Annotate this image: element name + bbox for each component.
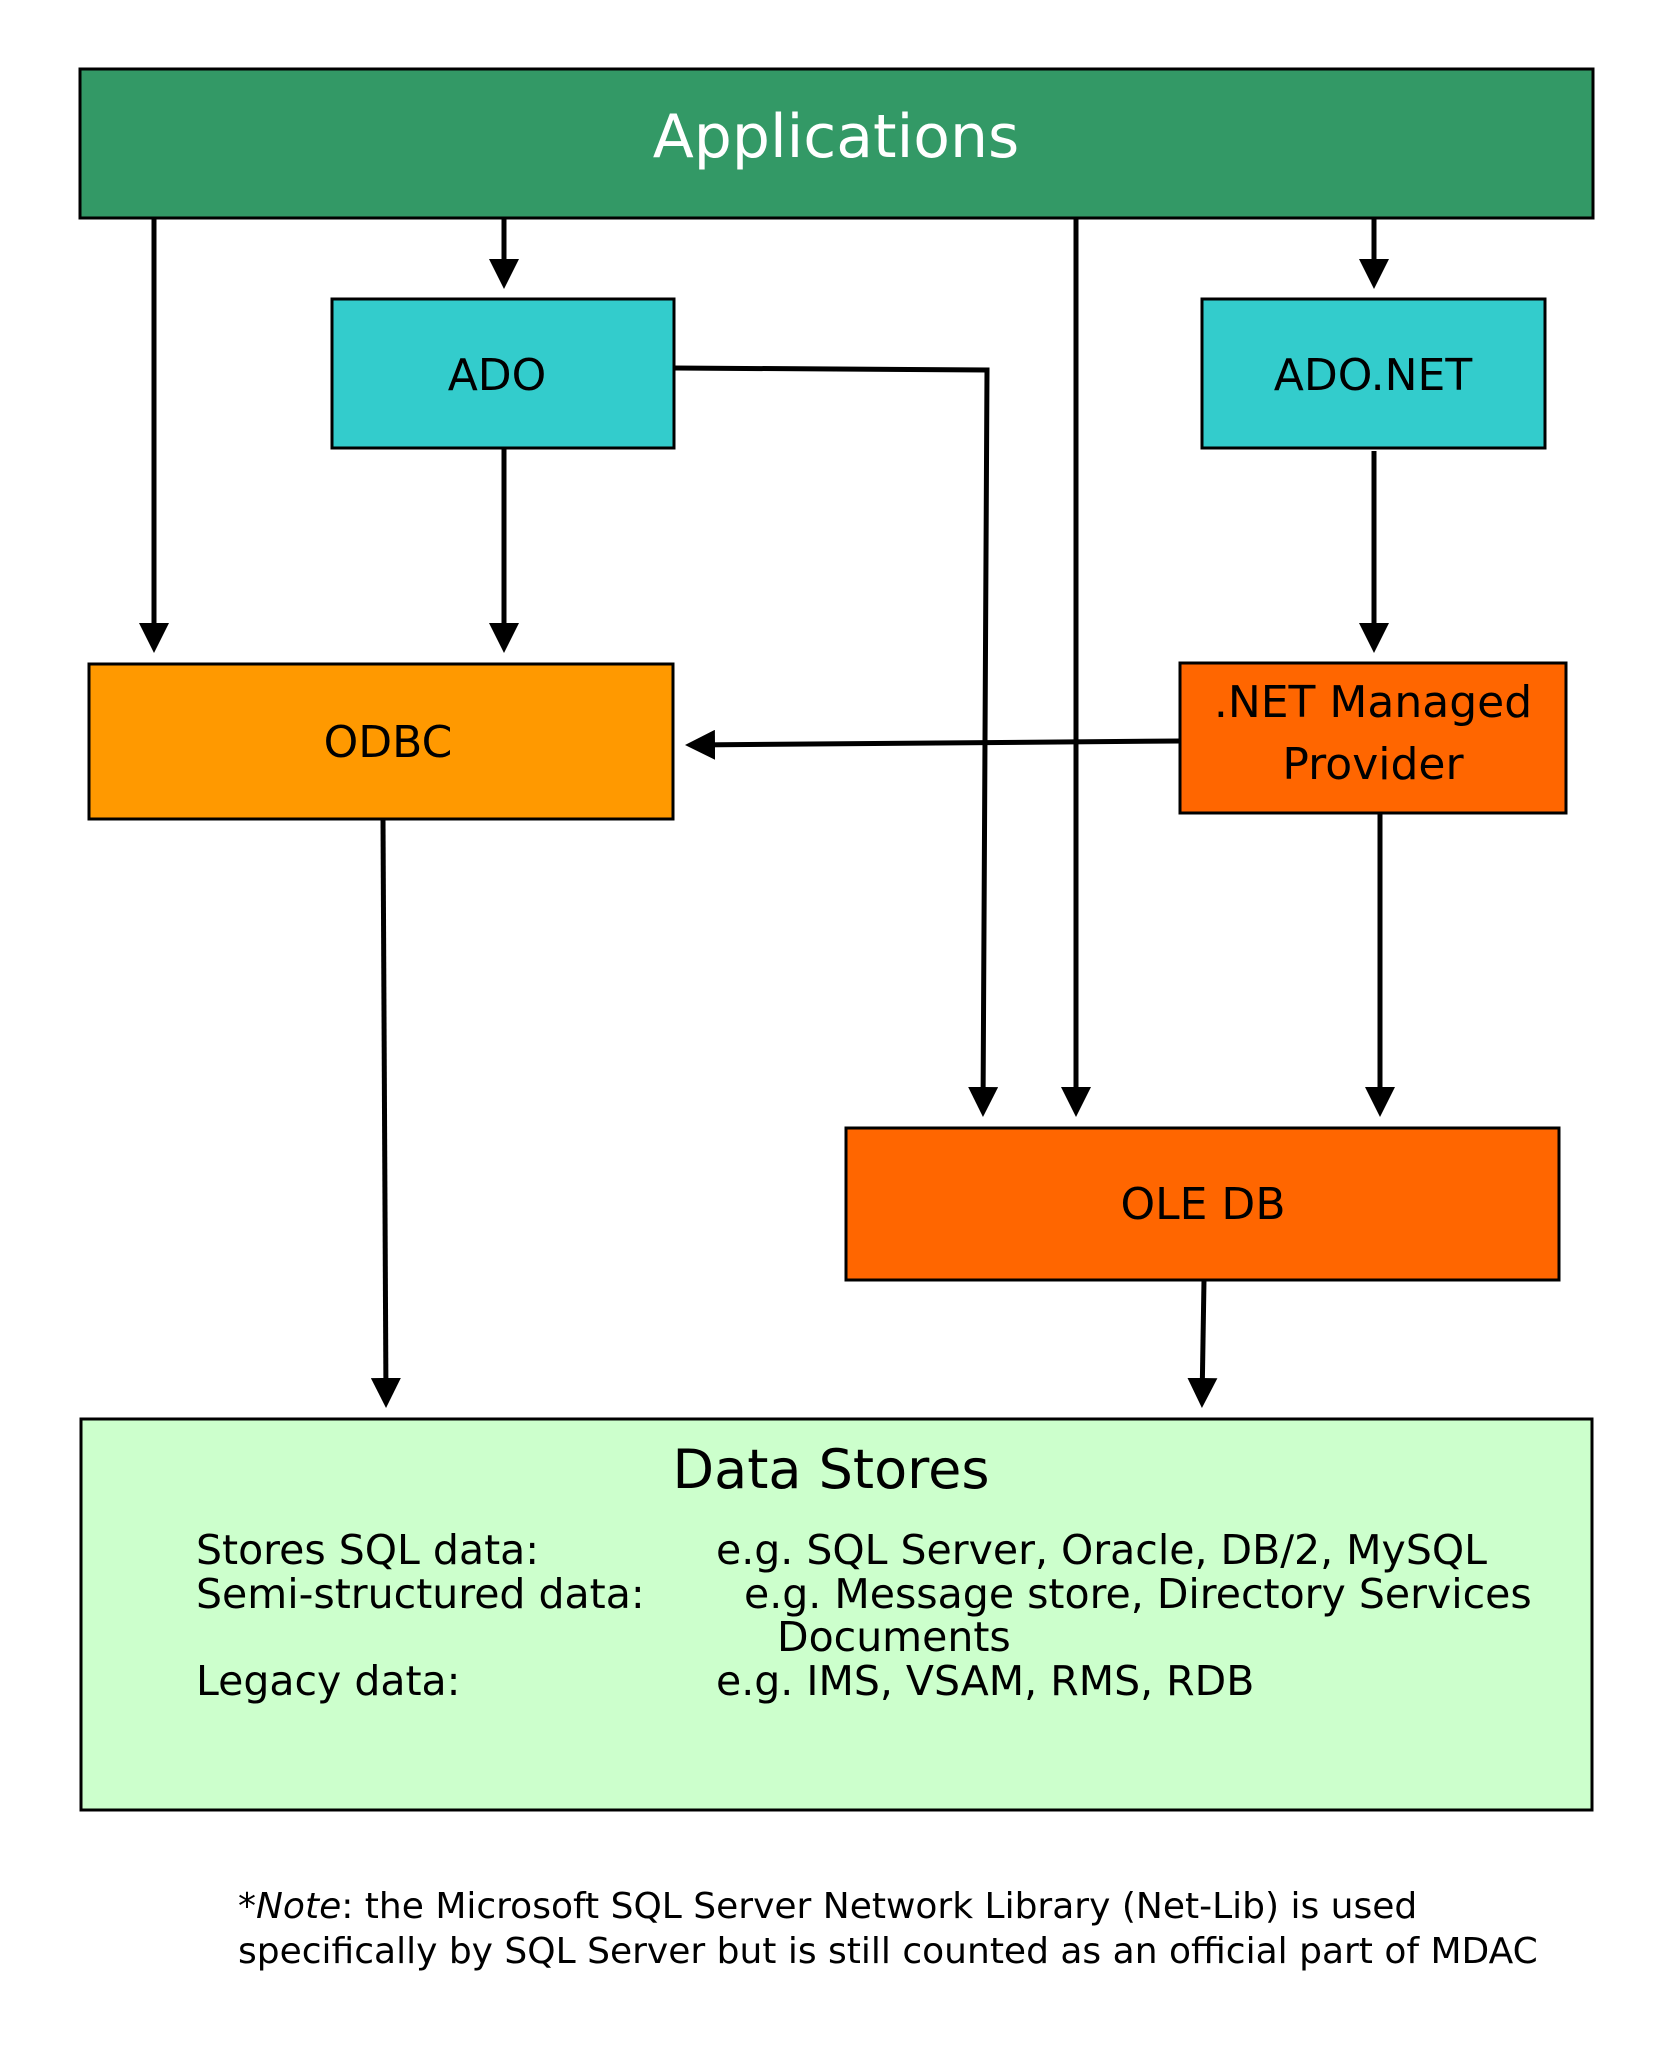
applications-node: Applications xyxy=(78,67,1595,220)
edges xyxy=(139,218,1395,1408)
oledb-node: OLE DB xyxy=(844,1126,1561,1282)
odbc-node: ODBC xyxy=(87,662,675,821)
edge-ado-oledb xyxy=(673,365,999,1117)
row-extra: Documents xyxy=(777,1613,1011,1661)
note-prefix: * xyxy=(238,1886,256,1927)
oledb-label: OLE DB xyxy=(1121,1179,1286,1230)
applications-label: Applications xyxy=(653,102,1020,172)
net-provider-label-2: Provider xyxy=(1282,739,1464,790)
net-provider-box xyxy=(1178,661,1568,815)
row-kind: Semi-structured data: xyxy=(196,1570,645,1618)
ado-node: ADO xyxy=(330,297,676,450)
row-examples: e.g. Message store, Directory Services xyxy=(744,1570,1532,1618)
datastores-title: Data Stores xyxy=(673,1438,990,1501)
net-provider-label-1: .NET Managed xyxy=(1214,677,1532,728)
footnote: *Note: the Microsoft SQL Server Network … xyxy=(238,1886,1538,1972)
note-line-1: *Note: the Microsoft SQL Server Network … xyxy=(238,1886,1417,1927)
odbc-box xyxy=(87,662,675,821)
edge-netprovider-odbc xyxy=(685,729,1181,760)
adonet-box xyxy=(1200,297,1547,450)
adonet-label: ADO.NET xyxy=(1274,350,1473,401)
ado-box xyxy=(330,297,676,450)
net-provider-node: .NET Managed Provider xyxy=(1178,661,1568,815)
row-examples: e.g. IMS, VSAM, RMS, RDB xyxy=(716,1657,1254,1705)
adonet-node: ADO.NET xyxy=(1200,297,1547,450)
note-line-2: specifically by SQL Server but is still … xyxy=(238,1931,1538,1972)
odbc-label: ODBC xyxy=(324,717,453,768)
row-kind: Legacy data: xyxy=(196,1657,461,1705)
oledb-box xyxy=(844,1126,1561,1282)
row-kind: Stores SQL data: xyxy=(196,1526,539,1574)
datastores-node: Data Stores Stores SQL data: e.g. SQL Se… xyxy=(79,1417,1594,1812)
datastores-box xyxy=(79,1417,1594,1812)
row-examples: e.g. SQL Server, Oracle, DB/2, MySQL xyxy=(716,1526,1487,1574)
edge-oledb-datastores xyxy=(1187,1279,1218,1408)
note-text: : the Microsoft SQL Server Network Libra… xyxy=(341,1886,1417,1927)
ado-label: ADO xyxy=(448,350,547,401)
edge-odbc-datastores xyxy=(370,818,401,1408)
applications-box xyxy=(78,67,1595,220)
note-emphasis: Note xyxy=(256,1886,341,1927)
